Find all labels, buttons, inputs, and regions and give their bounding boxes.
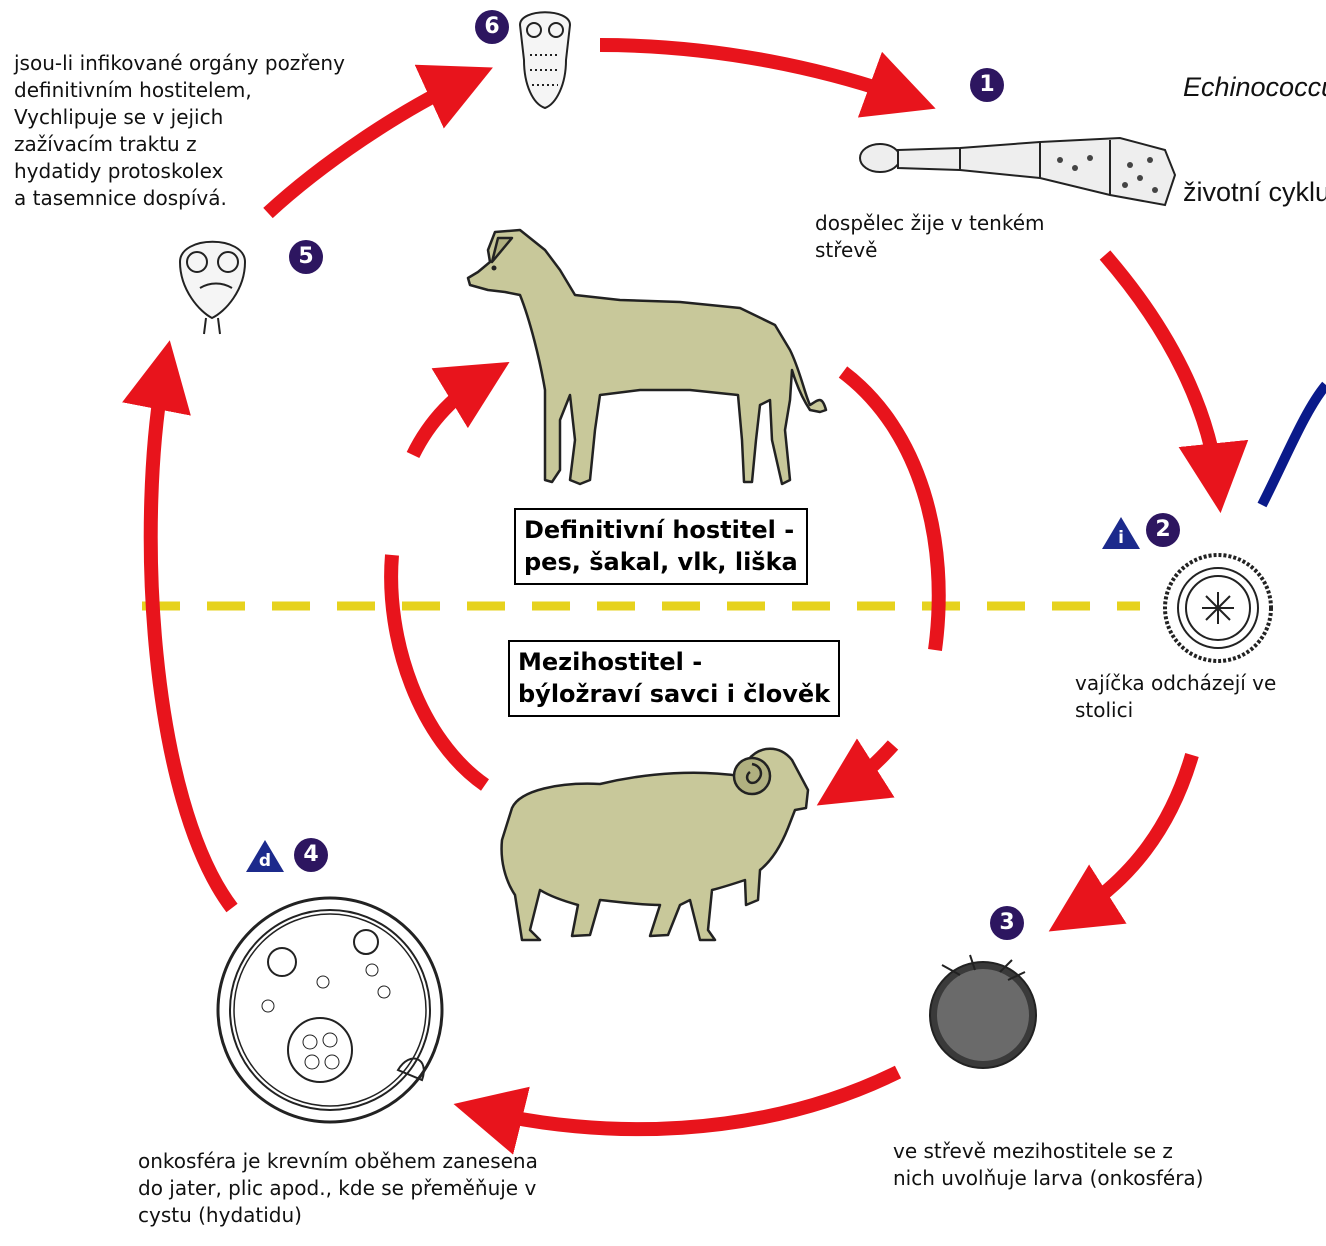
arrow-1-to-2 bbox=[1099, 250, 1249, 514]
infective-stage-marker-letter: i bbox=[1118, 528, 1124, 548]
evaginated-protoscolex-illustration bbox=[518, 11, 572, 110]
arrow-4-to-5 bbox=[122, 340, 238, 913]
arc-left-to-sheep bbox=[384, 554, 490, 791]
dog-illustration bbox=[466, 228, 828, 486]
sheep-illustration bbox=[500, 747, 810, 942]
arrow-inner-to-dog bbox=[406, 361, 510, 459]
arrow-3-to-4 bbox=[453, 1065, 902, 1155]
hydatid-cyst-illustration bbox=[216, 896, 444, 1124]
protoscolex-illustration bbox=[178, 240, 247, 335]
definitive-host-label: Definitivní hostitel - pes, šakal, vlk, … bbox=[514, 508, 808, 585]
stage-4-badge: 4 bbox=[294, 838, 328, 872]
diagram-title-line2: životní cyklus bbox=[1183, 177, 1326, 208]
oncosphere-illustration bbox=[929, 954, 1037, 1069]
stage-6-description: jsou-li infikované orgány pozřeny defini… bbox=[14, 51, 345, 210]
diagnostic-stage-marker-letter: d bbox=[258, 851, 272, 871]
diagram-title: Echinococcus životní cyklus bbox=[1183, 0, 1326, 246]
arrow-2-to-3 bbox=[1048, 753, 1199, 932]
stage-5-badge: 5 bbox=[289, 240, 323, 274]
stage-1-description: dospělec žije v tenkém střevě bbox=[815, 211, 1045, 262]
infective-stage-marker: i bbox=[1102, 517, 1140, 549]
diagnostic-stage-marker: d bbox=[246, 840, 284, 872]
stage-3-description: ve střevě mezihostitele se z nich uvolňu… bbox=[893, 1139, 1204, 1190]
arrow-5-to-6 bbox=[263, 64, 493, 219]
egg-illustration bbox=[1163, 553, 1273, 663]
stage-1-badge: 1 bbox=[970, 68, 1004, 102]
arc-dog-to-right bbox=[838, 366, 946, 651]
blue-arc bbox=[1257, 381, 1326, 508]
intermediate-host-label: Mezihostitel - býložraví savci i člověk bbox=[508, 640, 841, 717]
stage-6-badge: 6 bbox=[475, 10, 509, 44]
stage-4-description: onkosféra je krevním oběhem zanesena do … bbox=[138, 1149, 538, 1227]
stage-2-badge: 2 bbox=[1146, 513, 1180, 547]
stage-3-badge: 3 bbox=[990, 906, 1024, 940]
adult-tapeworm-illustration bbox=[859, 136, 1177, 207]
arrow-6-to-1 bbox=[599, 38, 936, 118]
arrow-inner-to-sheep bbox=[816, 738, 899, 806]
diagram-title-line1: Echinococcus bbox=[1183, 72, 1326, 103]
stage-2-description: vajíčka odcházejí ve stolici bbox=[1075, 671, 1277, 722]
